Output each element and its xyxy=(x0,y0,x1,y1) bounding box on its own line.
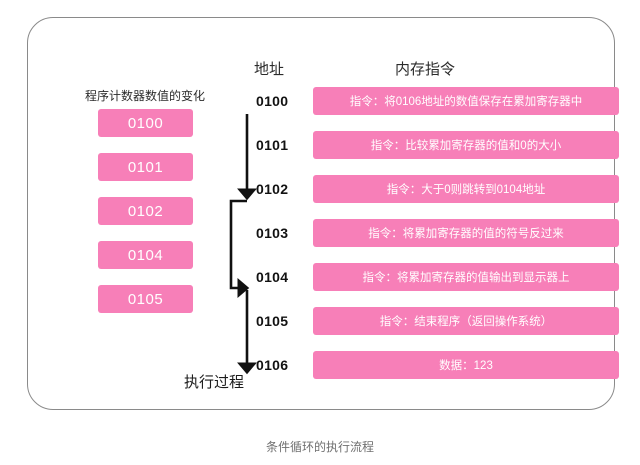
memory-address: 0100 xyxy=(256,93,289,109)
memory-address: 0102 xyxy=(256,181,289,197)
memory-row: 0105 指令：结束程序（返回操作系统） xyxy=(256,307,621,335)
memory-address: 0104 xyxy=(256,269,289,285)
program-counter-value: 0104 xyxy=(98,241,193,269)
program-counter-value: 0102 xyxy=(98,197,193,225)
memory-row: 0100 指令：将0106地址的数值保存在累加寄存器中 xyxy=(256,87,621,115)
program-counter-list: 0100 0101 0102 0104 0105 xyxy=(98,109,193,329)
figure-caption: 条件循环的执行流程 xyxy=(265,440,374,454)
column-heading-address: 地址 xyxy=(254,61,285,78)
memory-address: 0103 xyxy=(256,225,289,241)
memory-row: 0101 指令：比较累加寄存器的值和0的大小 xyxy=(256,131,621,159)
memory-address: 0105 xyxy=(256,313,289,329)
memory-instruction: 指令：将累加寄存器的值输出到显示器上 xyxy=(313,263,619,291)
memory-instruction: 指令：将0106地址的数值保存在累加寄存器中 xyxy=(313,87,619,115)
memory-row-list: 0100 指令：将0106地址的数值保存在累加寄存器中 0101 指令：比较累加… xyxy=(28,18,619,409)
memory-instruction: 指令：大于0则跳转到0104地址 xyxy=(313,175,619,203)
execution-process-label: 执行过程 xyxy=(184,374,245,391)
column-heading-memory: 内存指令 xyxy=(395,61,456,78)
memory-instruction: 指令：比较累加寄存器的值和0的大小 xyxy=(313,131,619,159)
program-counter-value: 0100 xyxy=(98,109,193,137)
memory-address: 0106 xyxy=(256,357,289,373)
memory-instruction: 数据：123 xyxy=(313,351,619,379)
memory-instruction: 指令：将累加寄存器的值的符号反过来 xyxy=(313,219,619,247)
program-counter-value: 0105 xyxy=(98,285,193,313)
program-counter-value: 0101 xyxy=(98,153,193,181)
memory-address: 0101 xyxy=(256,137,289,153)
memory-instruction: 指令：结束程序（返回操作系统） xyxy=(313,307,619,335)
execution-flow-arrows xyxy=(229,114,258,375)
memory-row: 0102 指令：大于0则跳转到0104地址 xyxy=(256,175,621,203)
memory-row: 0103 指令：将累加寄存器的值的符号反过来 xyxy=(256,219,621,247)
program-counter-title: 程序计数器数值的变化 xyxy=(85,89,206,103)
diagram-card: 地址 内存指令 程序计数器数值的变化 0100 0101 0102 0104 0… xyxy=(27,17,619,410)
memory-row: 0106 数据：123 xyxy=(256,351,621,379)
memory-row: 0104 指令：将累加寄存器的值输出到显示器上 xyxy=(256,263,621,291)
